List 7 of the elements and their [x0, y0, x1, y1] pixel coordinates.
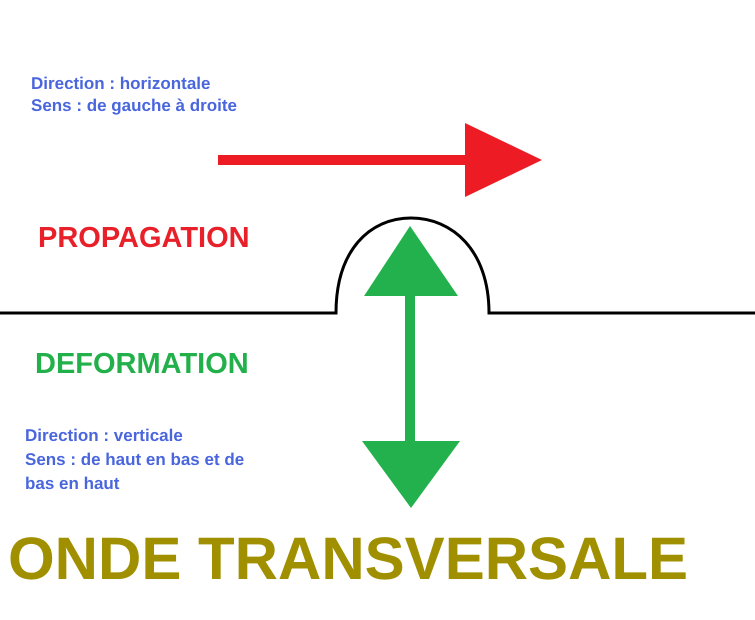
title: ONDE TRANSVERSALE: [8, 524, 690, 594]
sense-note: Sens : de haut en bas et de bas en haut: [25, 449, 246, 495]
direction-note: Direction : verticale: [25, 425, 184, 447]
sense-note: Sens : de gauche à droite: [31, 95, 238, 117]
deformation-label: DEFORMATION: [35, 352, 250, 376]
propagation-label: PROPAGATION: [38, 226, 251, 250]
direction-note: Direction : horizontale: [31, 73, 212, 95]
